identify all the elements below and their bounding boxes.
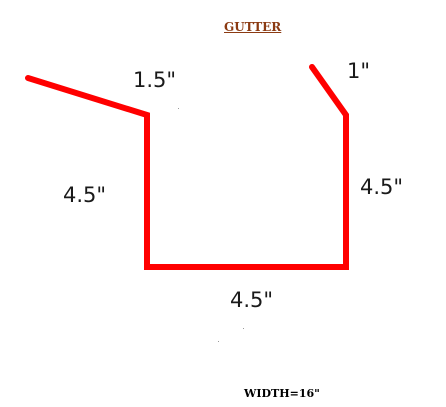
dimension-left-side: 4.5" [63,183,107,207]
gutter-profile-line [25,64,349,270]
dimension-bottom: 4.5" [230,288,274,312]
scan-speck [218,341,219,342]
dimension-top-left-lip: 1.5" [133,68,177,92]
diagram-title: GUTTER [224,20,282,34]
dimension-right-side: 4.5" [360,175,404,199]
scan-speck [178,108,179,109]
width-note: WIDTH=16" [244,387,320,400]
scan-speck [243,328,244,329]
dimension-top-right-lip: 1" [347,59,371,83]
